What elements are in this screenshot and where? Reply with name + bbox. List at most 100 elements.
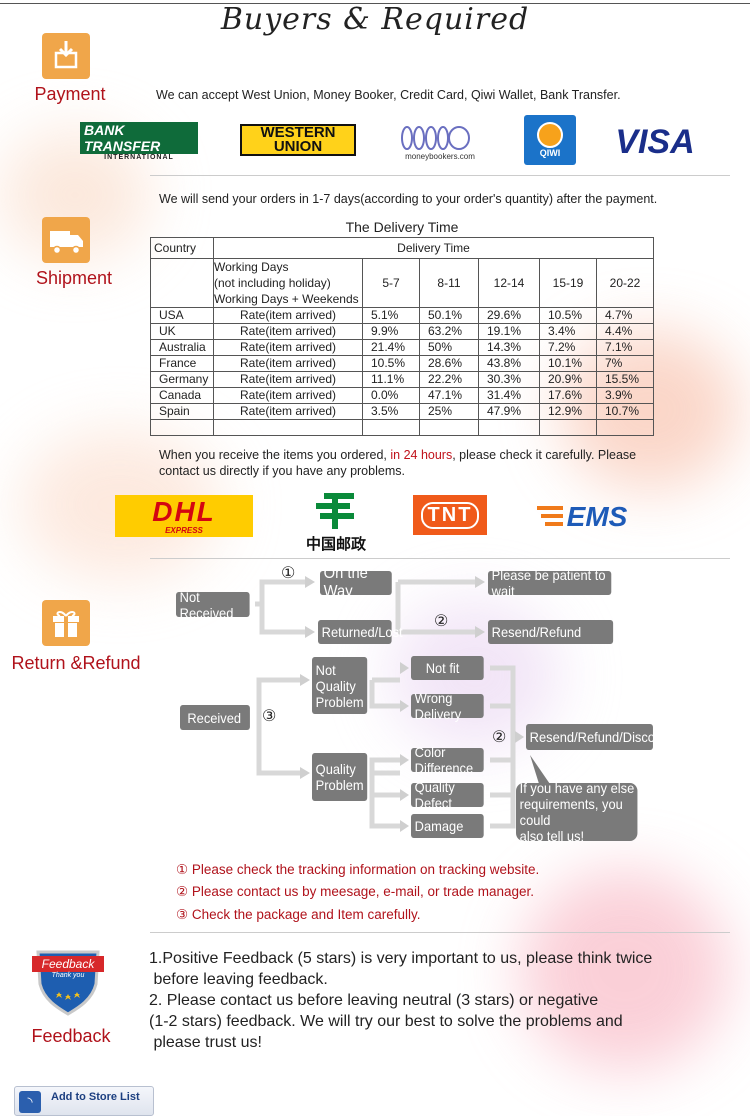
qiwi-text: QIWI (539, 148, 561, 158)
speech-bubble: If you have any else requirements, you c… (516, 780, 638, 844)
bubble-line: If you have any else (519, 780, 635, 796)
rate-value-cell: 10.5% (362, 355, 420, 372)
rate-value-cell: 50.1% (419, 307, 479, 324)
step-1-marker: ① (281, 565, 296, 582)
union-text: UNION (273, 138, 323, 155)
table-spacer-row (150, 419, 654, 436)
tnt-text: TNT (420, 501, 480, 529)
working-days-line: (not including holiday) (214, 276, 331, 290)
rate-value-cell: 25% (419, 403, 479, 420)
color-difference-box: Color Difference (411, 744, 484, 776)
resend-refund-discount-box: Resend/Refund/Discount (526, 724, 673, 750)
shipment-icon (42, 217, 90, 263)
step-3-marker: ③ (262, 708, 277, 725)
step-2-marker: ② (492, 729, 507, 746)
delivery-table-title: The Delivery Time (345, 219, 459, 235)
bank-transfer-sub: INTERNATIONAL (104, 153, 174, 161)
dhl-logo: DHL EXPRESS (115, 495, 253, 537)
feedback-label: Feedback (31, 1026, 111, 1046)
tnt-logo: TNT (413, 495, 487, 535)
refund-note: ① Please check the tracking information … (176, 862, 540, 877)
feedback-line: before leaving feedback. (149, 971, 328, 988)
refund-note: ② Please contact us by meesage, e-mail, … (176, 884, 535, 899)
refund-label: Return &Refund (11, 653, 141, 673)
rate-cell: Rate(item arrived) (213, 403, 363, 420)
qiwi-logo: QIWI (524, 115, 576, 165)
bubble-line: requirements, you could (519, 796, 623, 828)
payment-label: Payment (34, 84, 106, 104)
rate-cell: Rate(item arrived) (213, 307, 363, 324)
western-text: WESTERN (260, 124, 336, 141)
shipment-label: Shipment (35, 268, 113, 288)
delivery-table: Country Delivery Time Working Days (not … (150, 237, 654, 436)
add-to-store-label: Add to Store List (51, 1091, 140, 1103)
visa-logo: VISA (615, 122, 695, 161)
add-to-store-button[interactable]: ◝ Add to Store List (14, 1086, 154, 1116)
refund-note: ③ Check the package and Item carefully. (176, 907, 421, 922)
china-post-logo: 中国邮政 (290, 485, 382, 557)
quality-line: Problem (315, 777, 364, 793)
range-cell: 8-11 (419, 258, 479, 308)
rss-icon: ◝ (19, 1091, 41, 1113)
feedback-line: please trust us! (149, 1034, 262, 1051)
step-2-marker: ② (434, 613, 449, 630)
working-days-line: Working Days (214, 260, 289, 274)
rate-value-cell: 12.9% (539, 403, 597, 420)
rate-value-cell: 22.2% (419, 371, 479, 388)
section-divider (150, 175, 730, 176)
not-quality-line: Not (315, 661, 336, 678)
damage-box: Damage (411, 814, 484, 838)
rate-value-cell: 3.5% (362, 403, 420, 420)
country-cell: Spain (150, 403, 214, 420)
not-fit-box: Not fit (411, 656, 484, 680)
rate-value-cell: 10.7% (596, 403, 654, 420)
qiwi-circle-icon (537, 122, 563, 148)
feedback-line: (1-2 stars) feedback. We will try our be… (149, 1013, 623, 1030)
wrong-delivery-box: Wrong Delivery (411, 690, 484, 722)
moneybookers-logo: moneybookers.com (392, 120, 488, 164)
bank-transfer-logo: BANK TRANSFER INTERNATIONAL (80, 121, 198, 161)
country-header: Country (150, 237, 214, 259)
payment-text: We can accept West Union, Money Booker, … (156, 88, 621, 102)
not-quality-line: Quality (315, 677, 356, 694)
working-days-line: Working Days + Weekends (214, 292, 359, 306)
dhl-sub: EXPRESS (165, 525, 203, 535)
quality-problem-box: Quality Problem (312, 753, 368, 801)
feedback-badge-ribbon: Feedback (32, 956, 104, 972)
quality-line: Quality (315, 761, 356, 777)
resend-refund-box: Resend/Refund (488, 620, 614, 644)
be-patient-box: Please be patient to wait (488, 567, 612, 599)
rate-value-cell: 29.6% (478, 307, 540, 324)
bubble-line: also tell us! (519, 828, 585, 844)
rate-value-cell: 19.1% (478, 323, 540, 340)
rate-value-cell: 7% (596, 355, 654, 372)
received-box: Received (180, 705, 250, 730)
rate-value-cell: 7.1% (596, 339, 654, 356)
ems-logo: EMS (532, 500, 632, 534)
not-quality-line: Problem (315, 693, 364, 710)
feedback-line: 1.Positive Feedback (5 stars) is very im… (149, 950, 653, 967)
rate-value-cell: 50% (419, 339, 479, 356)
page-title: Buyers & Required (220, 2, 530, 37)
feedback-line: 2. Please contact us before leaving neut… (149, 992, 599, 1009)
bank-transfer-text: BANK TRANSFER (80, 121, 198, 154)
payment-icon (42, 33, 90, 79)
western-union-logo: WESTERN UNION (240, 124, 356, 156)
receive-note-post: , please check it carefully. Please cont… (159, 448, 637, 478)
receive-note: When you receive the items you ordered, … (159, 447, 659, 479)
feedback-badge-thanks: Thank you (51, 972, 85, 979)
rate-value-cell: 10.1% (539, 355, 597, 372)
gift-icon (42, 600, 90, 646)
shipment-text: We will send your orders in 1-7 days(acc… (159, 192, 658, 206)
receive-note-pre: When you receive the items you ordered, (159, 448, 391, 462)
not-received-box: Not Received (176, 589, 250, 621)
range-cell: 12-14 (478, 258, 540, 308)
section-divider (150, 932, 730, 933)
moneybookers-text: moneybookers.com (405, 151, 475, 161)
dhl-text: DHL (152, 495, 216, 527)
returned-lost-box: Returned/Lost (318, 620, 403, 644)
rate-value-cell: 7.2% (539, 339, 597, 356)
rate-value-cell: 47.1% (419, 387, 479, 404)
